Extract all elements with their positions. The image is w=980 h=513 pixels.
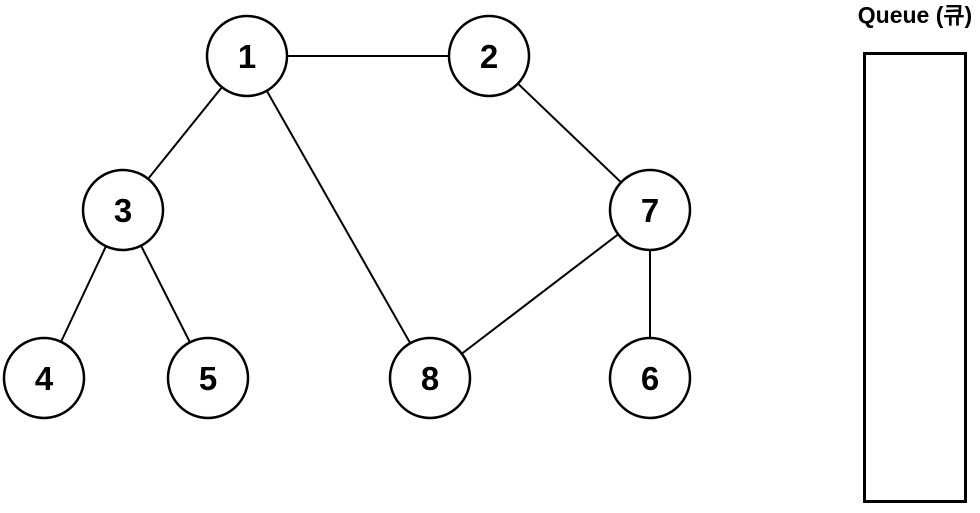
queue-box — [863, 52, 967, 504]
edge-1-8 — [246, 55, 431, 379]
node-circle-4 — [2, 336, 86, 420]
node-circle-6 — [608, 336, 692, 420]
node-circle-8 — [388, 336, 472, 420]
queue-title: Queue (큐) — [857, 2, 973, 28]
node-circle-1 — [205, 14, 289, 98]
graph-node-1: 1 — [205, 14, 289, 98]
edge-7-8 — [429, 209, 651, 379]
node-circle-7 — [608, 168, 692, 252]
node-label-1: 1 — [238, 38, 256, 75]
graph-node-4: 4 — [2, 336, 86, 420]
graph-node-7: 7 — [608, 168, 692, 252]
graph-node-2: 2 — [447, 14, 531, 98]
node-label-4: 4 — [35, 360, 54, 397]
node-label-5: 5 — [199, 360, 217, 397]
graph-node-8: 8 — [388, 336, 472, 420]
node-label-6: 6 — [641, 360, 659, 397]
node-circle-2 — [447, 14, 531, 98]
queue-panel: Queue (큐) — [845, 0, 980, 513]
graph-node-3: 3 — [81, 168, 165, 252]
graph-node-5: 5 — [166, 336, 250, 420]
node-label-2: 2 — [480, 38, 498, 75]
node-label-8: 8 — [421, 360, 439, 397]
node-circle-3 — [81, 168, 165, 252]
node-label-3: 3 — [114, 192, 132, 229]
node-label-7: 7 — [641, 192, 659, 229]
node-circle-5 — [166, 336, 250, 420]
graph-node-6: 6 — [608, 336, 692, 420]
